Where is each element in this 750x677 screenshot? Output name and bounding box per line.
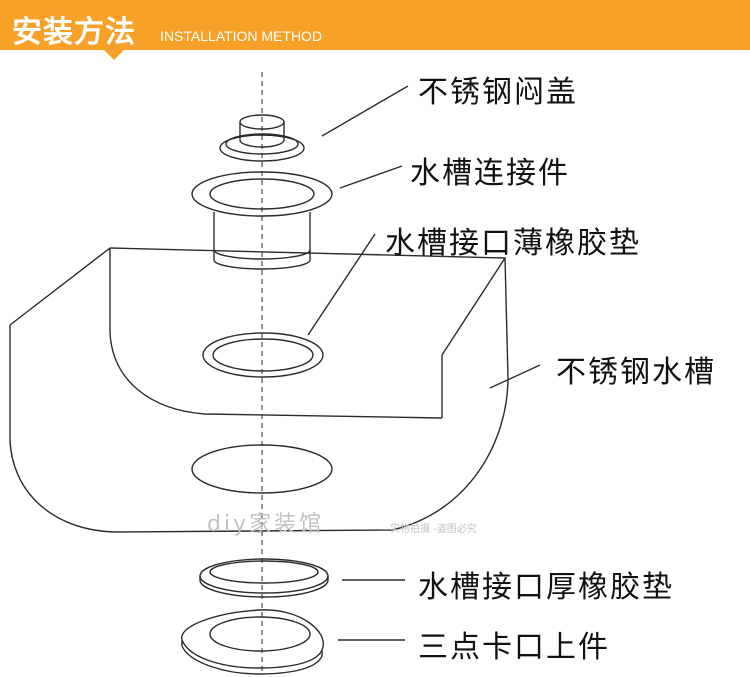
leader-line-connector xyxy=(339,165,403,189)
page-title: 安装方法 xyxy=(12,15,136,50)
leader-line-lid xyxy=(321,85,409,137)
leader-line-sink xyxy=(489,364,541,389)
clamp-part xyxy=(181,609,324,675)
label-connector: 水槽连接件 xyxy=(410,156,570,191)
watermark: diy家装馆 xyxy=(207,512,325,537)
leader-line-thin-gasket xyxy=(307,233,376,336)
page-subtitle: INSTALLATION METHOD xyxy=(160,28,323,44)
lid-part xyxy=(219,114,305,162)
thin-gasket-part xyxy=(202,332,324,378)
connector-part xyxy=(191,171,333,270)
header-banner: 安装方法 INSTALLATION METHOD xyxy=(0,0,750,50)
label-clamp: 三点卡口上件 xyxy=(418,630,610,665)
label-thick-gasket: 水槽接口厚橡胶垫 xyxy=(418,570,674,605)
label-lid: 不锈钢闷盖 xyxy=(418,75,578,110)
header-pointer xyxy=(104,50,124,60)
sink-part xyxy=(9,247,509,533)
label-sink: 不锈钢水槽 xyxy=(556,355,716,390)
thick-gasket-part xyxy=(199,558,329,598)
sink-drain-hole xyxy=(191,444,333,494)
watermark-note: —实物拍摄 -盗图必究 xyxy=(380,524,477,535)
label-thin-gasket: 水槽接口薄橡胶垫 xyxy=(385,226,641,261)
